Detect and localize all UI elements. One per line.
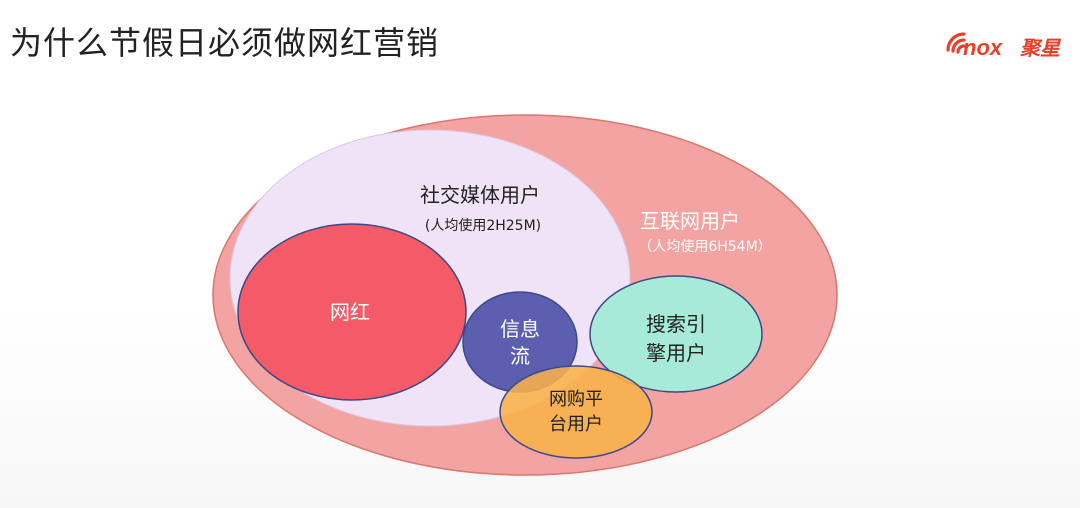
search-users-label-line1: 搜索引 xyxy=(646,312,706,336)
search-users-label-line2: 擎用户 xyxy=(646,341,706,365)
info-feed-label-line2: 流 xyxy=(510,344,530,368)
logo-text: nox xyxy=(963,35,1003,60)
shopping-users-label-line2: 台用户 xyxy=(549,414,603,435)
internet-users-label: 互联网用户 xyxy=(640,209,740,233)
page-title: 为什么节假日必须做网红营销 xyxy=(10,24,440,62)
signal-icon xyxy=(946,32,966,54)
search-users-ellipse xyxy=(589,275,763,393)
internet-users-sublabel: （人均使用6H54M） xyxy=(638,238,771,255)
info-feed-label-line1: 信息 xyxy=(500,317,540,341)
nox-logo: nox 聚星 xyxy=(946,32,1062,60)
shopping-users-ellipse xyxy=(499,365,653,459)
social-media-users-label: 社交媒体用户 xyxy=(420,183,540,207)
influencers-ellipse xyxy=(237,223,467,401)
logo-cn-text: 聚星 xyxy=(1019,38,1062,60)
social-media-users-sublabel: (人均使用2H25M) xyxy=(425,217,541,234)
influencers-label: 网红 xyxy=(330,300,370,324)
shopping-users-label-line1: 网购平 xyxy=(549,389,603,410)
